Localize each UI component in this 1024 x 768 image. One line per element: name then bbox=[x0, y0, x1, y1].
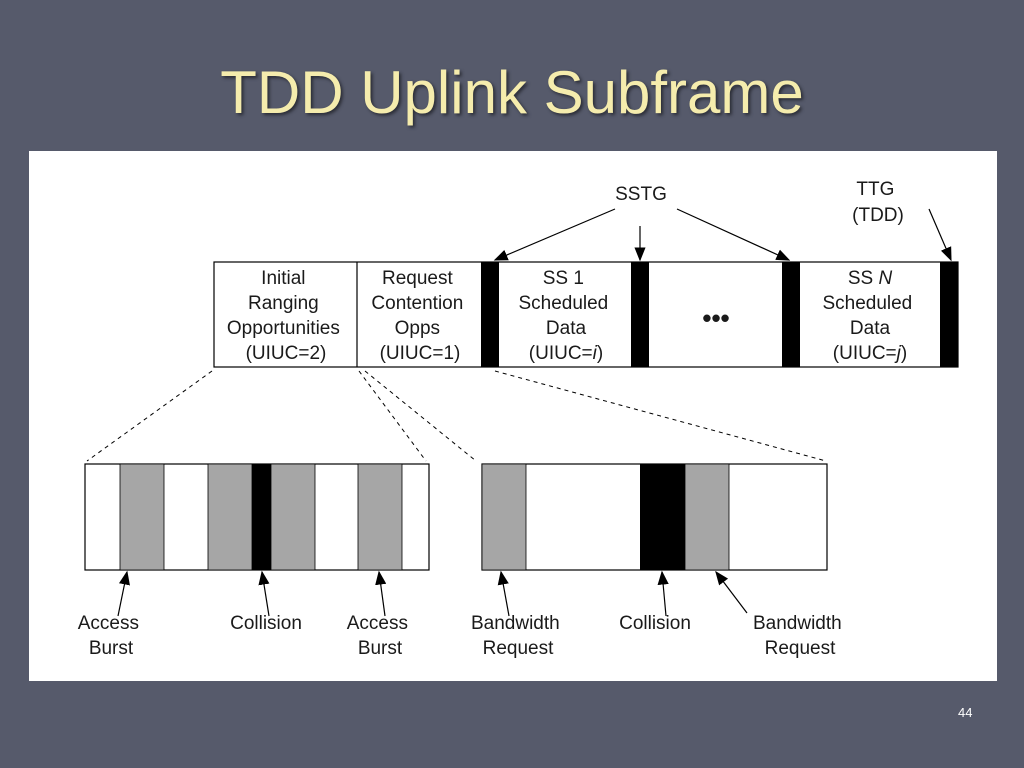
ssn-uiuc-text: (UIUC=j) bbox=[833, 343, 907, 364]
bandwidth-request-slot bbox=[481, 463, 527, 571]
initial-ranging-cell-text: Initial Ranging Opportunities (UIUC=2) bbox=[227, 268, 345, 364]
bandwidth-request-label-1: Bandwidth Request bbox=[471, 613, 565, 659]
collision-label-1: Collision bbox=[230, 613, 302, 634]
page-number: 44 bbox=[958, 705, 973, 720]
bottom-arrows bbox=[117, 570, 748, 617]
bandwidth-request-slot bbox=[684, 463, 730, 571]
ranging-detail-frame bbox=[84, 463, 430, 571]
access-burst-slot bbox=[119, 463, 165, 571]
slide-title: TDD Uplink Subframe bbox=[220, 59, 804, 126]
expansion-line bbox=[364, 370, 477, 462]
ssn-cell-header: SS N bbox=[848, 268, 893, 289]
request-detail-frame bbox=[481, 463, 828, 571]
sstg-gap-3 bbox=[782, 262, 800, 367]
access-burst-arrow-1 bbox=[117, 570, 130, 617]
uplink-subframe-diagram: Initial Ranging Opportunities (UIUC=2) R… bbox=[78, 179, 959, 659]
expansion-line bbox=[86, 370, 213, 462]
expansion-line bbox=[494, 370, 827, 462]
sstg-arrow-left bbox=[493, 208, 616, 261]
bandwidth-request-arrow-1 bbox=[497, 570, 510, 617]
sstg-gap-1 bbox=[481, 262, 499, 367]
access-burst-arrow-2 bbox=[375, 570, 387, 617]
diagram-panel: Initial Ranging Opportunities (UIUC=2) R… bbox=[29, 151, 997, 681]
access-burst-label-1: Access Burst bbox=[78, 613, 145, 659]
collision-arrow-1 bbox=[258, 570, 270, 617]
bandwidth-request-label-2: Bandwidth Request bbox=[753, 613, 847, 659]
bandwidth-request-arrow-2 bbox=[715, 570, 748, 614]
collision-slot bbox=[252, 464, 271, 570]
collision-arrow-2 bbox=[657, 570, 669, 617]
access-burst-slot bbox=[357, 463, 403, 571]
sstg-label: SSTG bbox=[615, 184, 667, 205]
ttg-gap bbox=[940, 262, 958, 367]
burst-slot bbox=[270, 463, 316, 571]
ttg-arrow bbox=[928, 208, 952, 262]
expansion-line bbox=[358, 370, 427, 462]
top-frame-outline bbox=[213, 261, 959, 368]
collision-slot bbox=[640, 464, 685, 570]
sstg-gap-2 bbox=[631, 262, 649, 367]
request-contention-cell-text: Request Contention Opps (UIUC=1) bbox=[371, 268, 468, 364]
ss1-cell-text: SS 1 Scheduled Data bbox=[518, 268, 613, 339]
ss1-uiuc-text: (UIUC=i) bbox=[529, 343, 603, 364]
expansion-lines bbox=[86, 370, 827, 462]
ttg-label: TTG (TDD) bbox=[852, 179, 904, 226]
access-burst-label-2: Access Burst bbox=[347, 613, 414, 659]
sstg-arrow-right bbox=[676, 208, 791, 261]
collision-label-2: Collision bbox=[619, 613, 691, 634]
top-frame: Initial Ranging Opportunities (UIUC=2) R… bbox=[213, 261, 959, 368]
ssn-cell-text: Scheduled Data bbox=[822, 293, 917, 339]
burst-slot bbox=[207, 463, 253, 571]
ellipsis: ••• bbox=[702, 303, 729, 333]
